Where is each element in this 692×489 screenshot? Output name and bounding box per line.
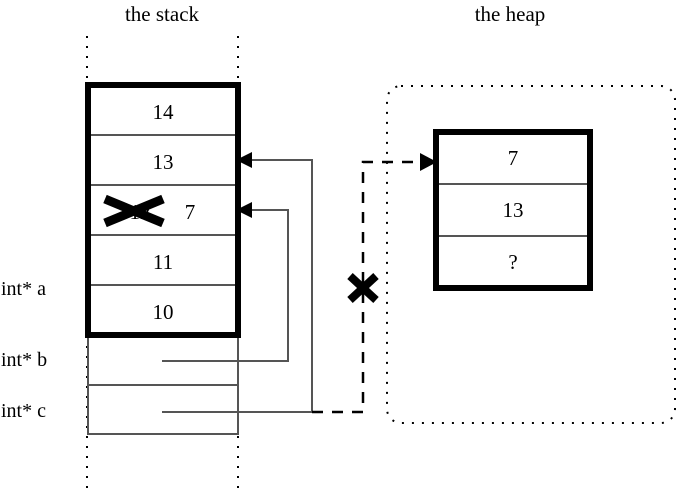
pointer-arrow-dangling-heap (312, 153, 437, 414)
pointer-arrow-c-stack (162, 152, 313, 413)
pointer-arrow-b (162, 202, 289, 362)
variable-label-a: int* a (1, 278, 46, 300)
stack-cell-value-0: 14 (152, 100, 174, 124)
variable-label-c: int* c (1, 400, 46, 422)
stack-cell-value-2-struck: 12 (129, 200, 151, 224)
heap-region-outline (386, 85, 676, 424)
stack-cell-value-1: 13 (152, 150, 174, 174)
heap-block-box (433, 129, 593, 291)
stack-cell-value-3: 11 (152, 250, 174, 274)
heap-cell-value-0: 7 (507, 146, 519, 170)
strikeout-x-stack-value (103, 194, 165, 228)
stack-title: the stack (124, 2, 200, 26)
stack-cell-value-4: 10 (152, 300, 174, 324)
heap-cell-value-2: ? (508, 250, 518, 274)
heap-cell-value-1: 13 (502, 198, 524, 222)
stack-frame-box (85, 82, 241, 338)
stack-cell-value-2-updated: 7 (184, 200, 196, 224)
variable-label-b: int* b (1, 349, 48, 371)
heap-title: the heap (474, 2, 546, 26)
invalid-pointer-x-mark (347, 273, 379, 303)
